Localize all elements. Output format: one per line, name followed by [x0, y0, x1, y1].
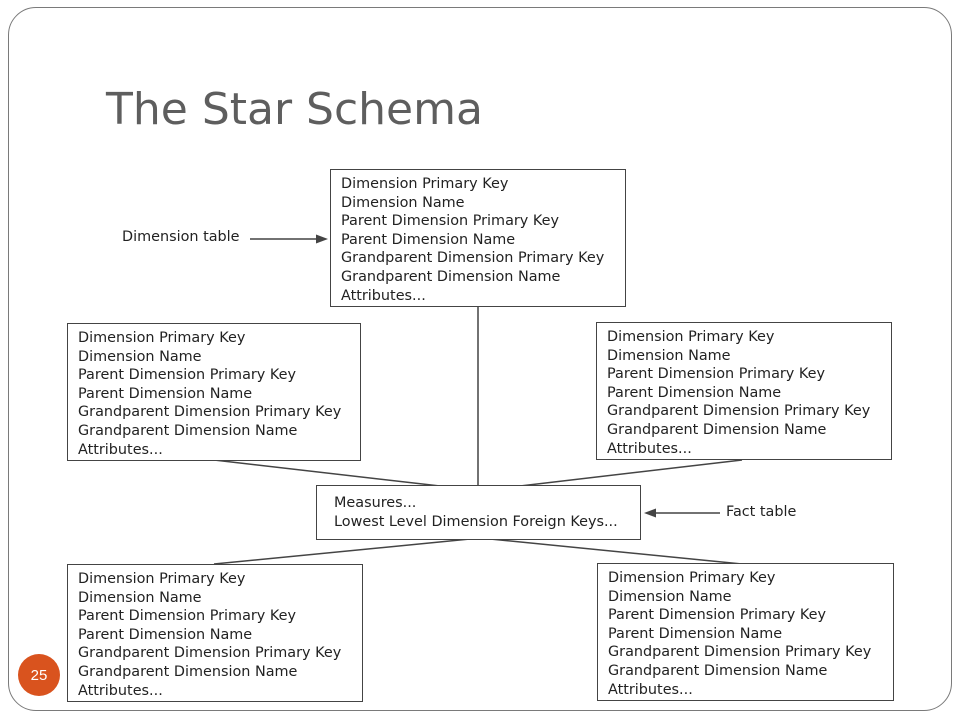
page-number: 25	[30, 666, 48, 684]
dimension-field: Attributes...	[78, 682, 163, 699]
dimension-field: Grandparent Dimension Name	[78, 663, 298, 680]
dimension-field: Parent Dimension Primary Key	[607, 366, 825, 383]
dimension-field: Parent Dimension Primary Key	[341, 213, 559, 230]
dimension-table-bottom-right: Dimension Primary Key Dimension Name Par…	[597, 563, 894, 701]
dimension-field: Grandparent Dimension Name	[608, 662, 828, 679]
dimension-field: Attributes...	[78, 441, 163, 458]
dimension-field: Dimension Name	[341, 194, 465, 211]
dimension-field: Dimension Primary Key	[608, 570, 776, 586]
dimension-table-callout: Dimension table	[122, 229, 240, 245]
dimension-field: Parent Dimension Name	[608, 625, 783, 642]
dimension-field: Attributes...	[608, 681, 693, 698]
dimension-field: Parent Dimension Primary Key	[608, 607, 826, 624]
fact-field: Measures...	[334, 495, 417, 511]
dimension-field: Dimension Primary Key	[341, 176, 509, 192]
dimension-field: Grandparent Dimension Primary Key	[341, 250, 605, 267]
dimension-field: Attributes...	[607, 440, 692, 457]
dimension-table-arrowhead	[316, 234, 328, 244]
connector-mid-left	[213, 459, 441, 487]
dimension-field: Grandparent Dimension Name	[78, 422, 298, 439]
dimension-table-bottom-left: Dimension Primary Key Dimension Name Par…	[67, 564, 363, 702]
page-number-badge: 25	[18, 654, 60, 696]
dimension-field: Dimension Name	[78, 589, 202, 606]
slide-title: The Star Schema	[106, 84, 483, 135]
dimension-field: Grandparent Dimension Primary Key	[78, 404, 342, 421]
dimension-table-top: Dimension Primary Key Dimension Name Par…	[330, 169, 626, 307]
dimension-field: Parent Dimension Primary Key	[78, 367, 296, 384]
dimension-table-mid-left: Dimension Primary Key Dimension Name Par…	[67, 323, 361, 461]
dimension-field: Dimension Primary Key	[607, 329, 775, 345]
dimension-field: Grandparent Dimension Name	[341, 268, 561, 285]
dimension-field: Dimension Name	[607, 347, 731, 364]
dimension-field: Dimension Name	[78, 348, 202, 365]
dimension-field: Grandparent Dimension Primary Key	[608, 644, 872, 661]
connector-mid-right	[519, 459, 743, 487]
dimension-field: Dimension Primary Key	[78, 571, 246, 587]
dimension-field: Attributes...	[341, 287, 426, 304]
dimension-field: Dimension Primary Key	[78, 330, 246, 346]
fact-table-callout: Fact table	[726, 504, 797, 520]
connector-bottom-left	[213, 538, 471, 565]
dimension-table-mid-right: Dimension Primary Key Dimension Name Par…	[596, 322, 892, 460]
dimension-field: Parent Dimension Name	[607, 384, 782, 401]
dimension-field: Grandparent Dimension Primary Key	[78, 645, 342, 662]
dimension-field: Grandparent Dimension Primary Key	[607, 403, 871, 420]
dimension-field: Grandparent Dimension Name	[607, 421, 827, 438]
fact-table-arrowhead	[644, 508, 656, 518]
dimension-field: Dimension Name	[608, 588, 732, 605]
fact-table: Measures... Lowest Level Dimension Forei…	[316, 485, 641, 540]
dimension-field: Parent Dimension Name	[78, 385, 253, 402]
dimension-field: Parent Dimension Name	[341, 231, 516, 248]
dimension-field: Parent Dimension Primary Key	[78, 608, 296, 625]
connector-bottom-right	[489, 538, 743, 565]
dimension-field: Parent Dimension Name	[78, 626, 253, 643]
fact-field: Lowest Level Dimension Foreign Keys...	[334, 513, 618, 530]
